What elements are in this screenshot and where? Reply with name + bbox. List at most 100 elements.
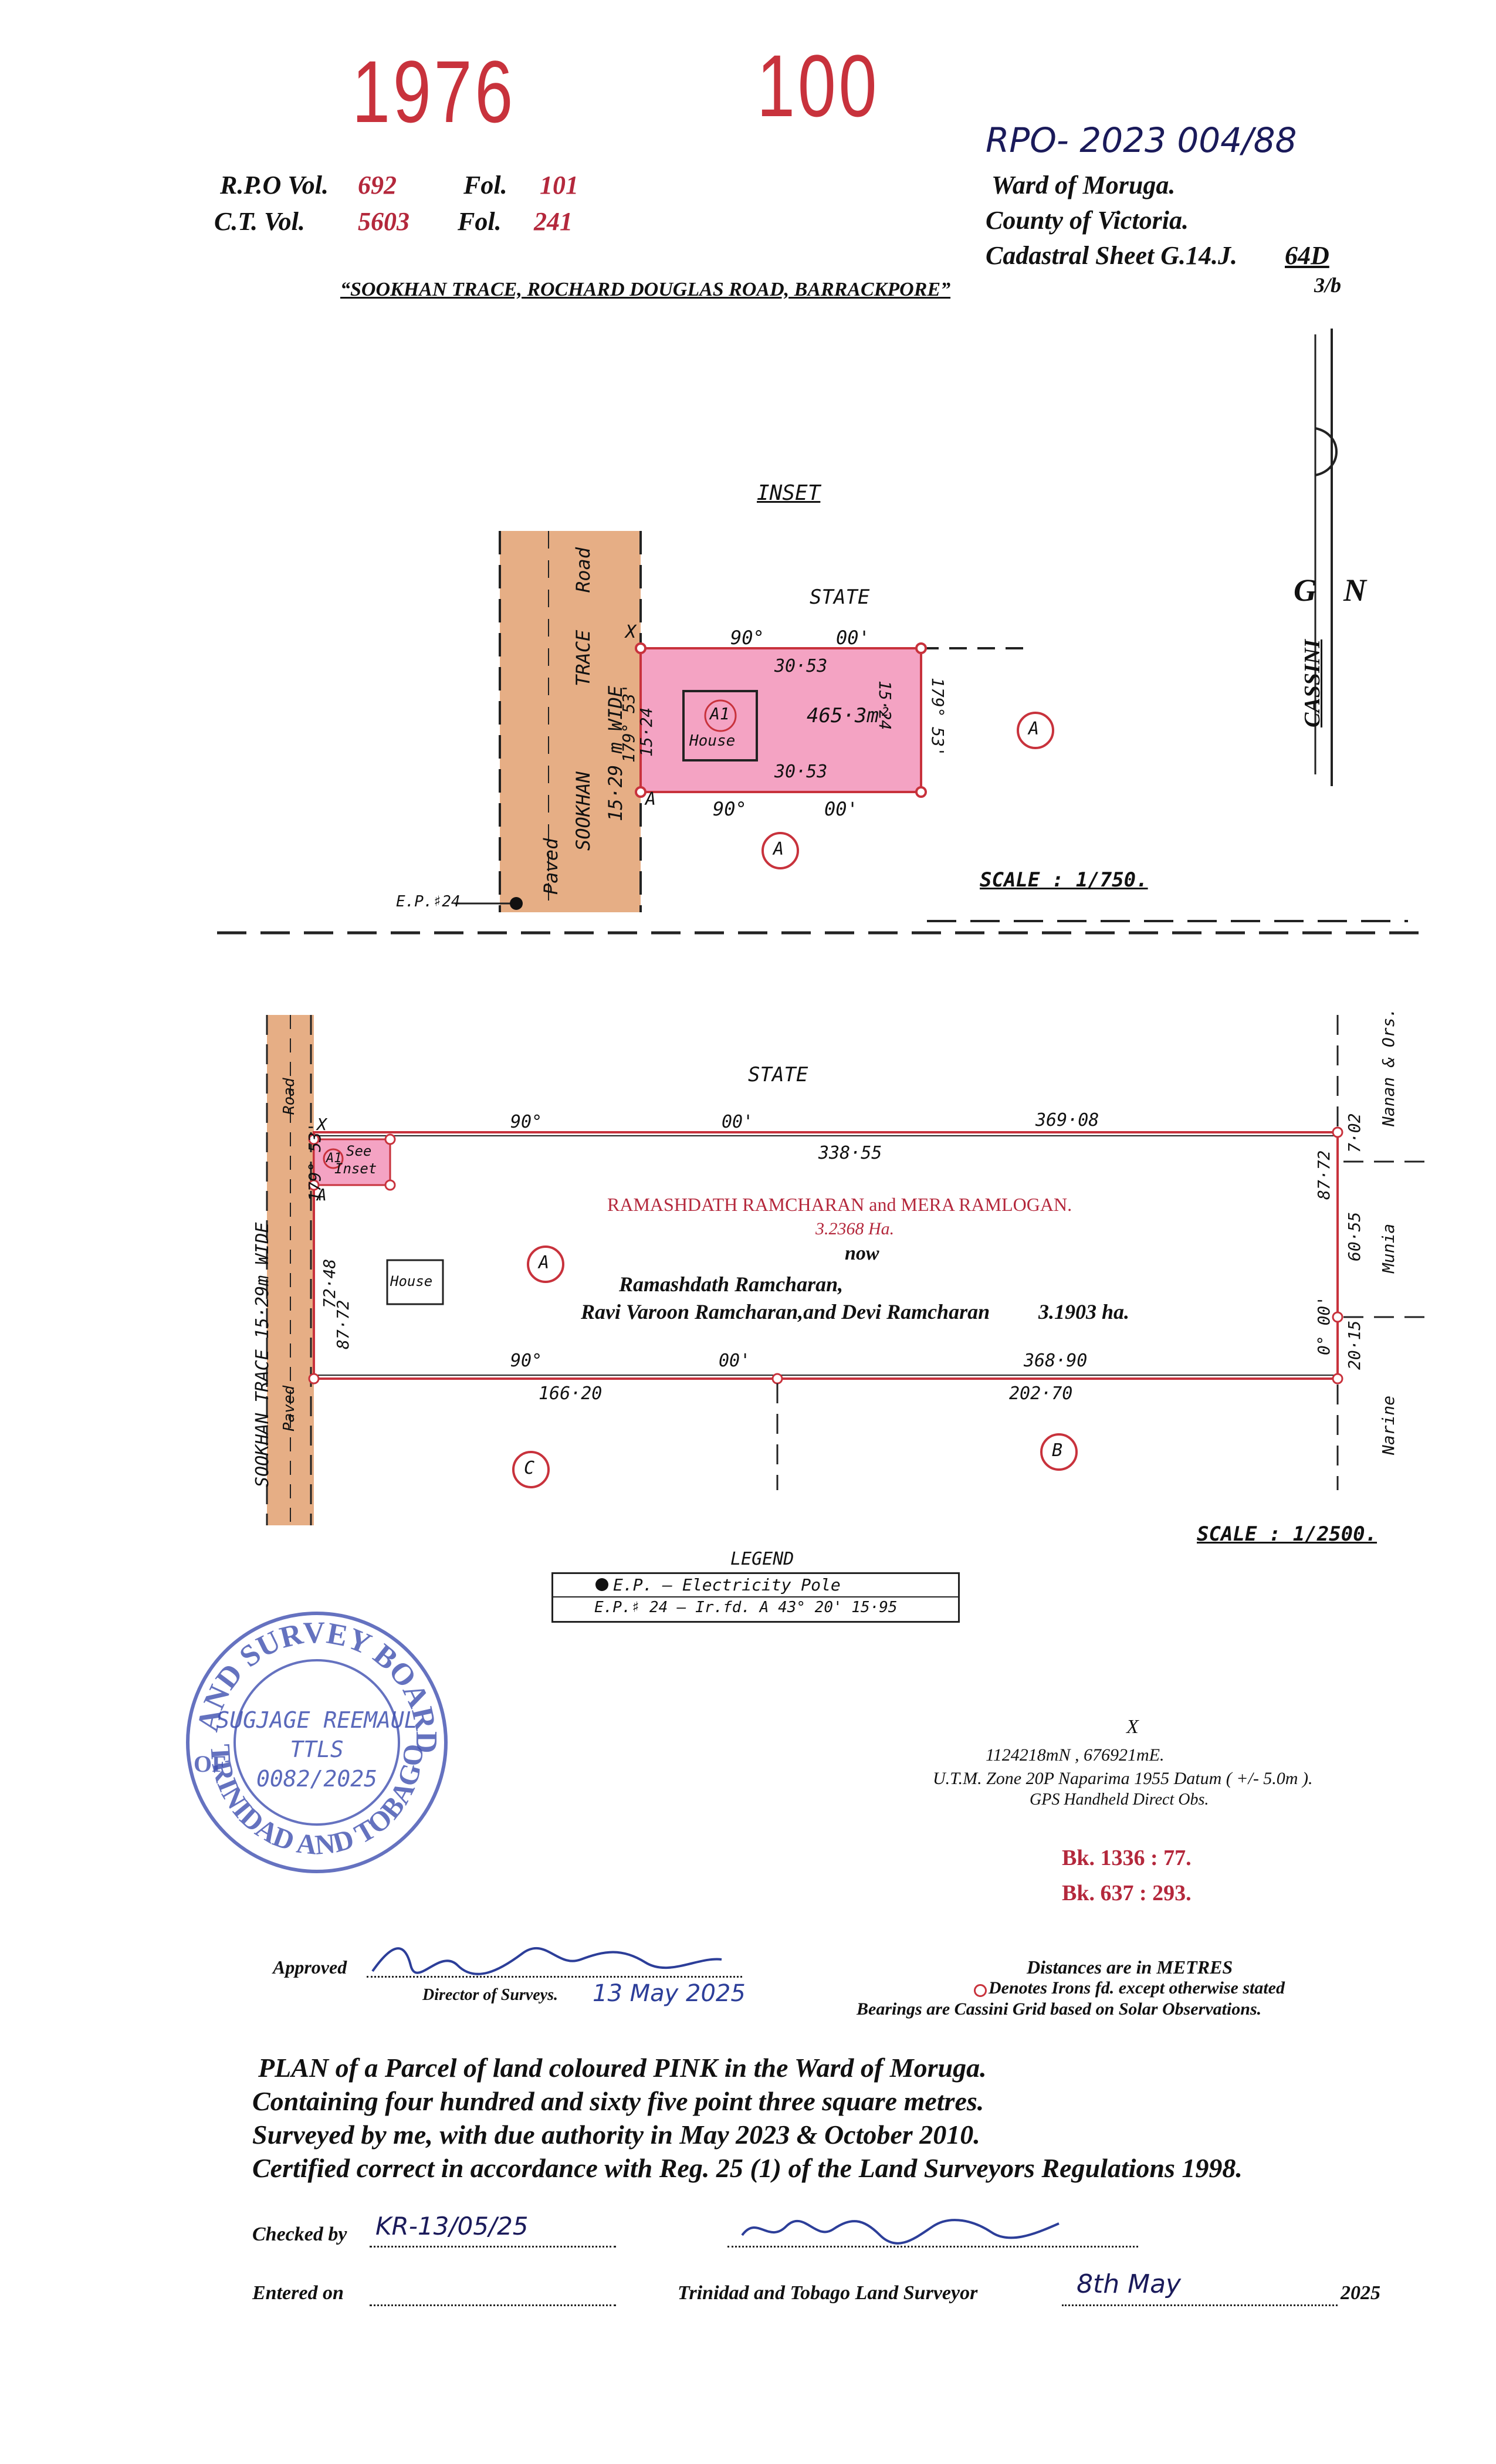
entered-on-line	[370, 2304, 616, 2306]
main-top-segment: 338·55	[818, 1143, 882, 1163]
main-plan-drawing	[266, 1015, 1431, 1525]
main-state-label: STATE	[748, 1063, 808, 1087]
main-road-road: Road	[280, 1078, 298, 1115]
approved-signature-line	[367, 1976, 742, 1978]
location-title: “SOOKHAN TRACE, ROCHARD DOUGLAS ROAD, BA…	[340, 279, 951, 300]
stamp-number-1976: 1976	[352, 42, 516, 141]
rpo-vol-label: R.P.O Vol.	[220, 171, 329, 199]
main-right-bottom-segment: 20·15	[1345, 1320, 1364, 1370]
inset-parcel-a-bottom: A	[773, 839, 784, 859]
ct-fol-value: 241	[534, 207, 573, 236]
north-g-label: G	[1294, 573, 1316, 608]
main-corner-x: X	[317, 1115, 327, 1134]
legend-electricity-pole-icon	[595, 1578, 608, 1591]
coordinate-line-2: U.T.M. Zone 20P Naparima 1955 Datum ( +/…	[933, 1769, 1313, 1788]
inset-area: 465·3m²	[807, 704, 891, 727]
main-bottom-segment-2: 202·70	[1009, 1383, 1073, 1404]
main-right-top-segment: 7·02	[1345, 1113, 1364, 1153]
inset-bottom-distance: 30·53	[774, 761, 828, 782]
certificate-line-3: Surveyed by me, with due authority in Ma…	[252, 2120, 980, 2150]
ward-text: Ward of Moruga.	[991, 171, 1176, 199]
inset-bottom-bearing-deg: 90°	[713, 798, 747, 820]
cadastral-sheet-text: Cadastral Sheet G.14.J.	[986, 241, 1238, 270]
certificate-line-2: Containing four hundred and sixty five p…	[252, 2086, 984, 2116]
main-scale: SCALE : 1/2500.	[1197, 1522, 1377, 1546]
adjoining-nanan: Nanan & Ors.	[1379, 1007, 1398, 1126]
checked-by-value: KR-13/05/25	[375, 2212, 529, 2240]
main-top-bearing-min: 00'	[722, 1112, 754, 1132]
inset-state-label: STATE	[810, 585, 870, 609]
county-text: County of Victoria.	[986, 206, 1189, 235]
main-inset-lot: A1	[326, 1151, 342, 1166]
certificate-line-1: PLAN of a Parcel of land coloured PINK i…	[258, 2053, 987, 2083]
main-parcel-a: A	[539, 1253, 550, 1273]
adjoining-munia: Munia	[1379, 1223, 1398, 1273]
book-reference-2: Bk. 637 : 293.	[1062, 1881, 1192, 1905]
inset-corner-a: A	[645, 789, 656, 810]
certificate-line-4: Certified correct in accordance with Reg…	[252, 2153, 1243, 2183]
legend-box: E.P. — Electricity Pole E.P.♯ 24 — Ir.fd…	[551, 1572, 960, 1623]
seal-ttls: TTLS	[290, 1737, 344, 1762]
north-n-label: N	[1343, 573, 1366, 608]
note-bearings: Bearings are Cassini Grid based on Solar…	[857, 1999, 1262, 2019]
main-bottom-bearing-min: 00'	[719, 1351, 751, 1371]
see-inset-line1: See	[346, 1143, 372, 1159]
ct-vol-value: 5603	[358, 207, 409, 236]
stamp-number-100: 100	[757, 36, 880, 135]
main-house-label: House	[390, 1273, 433, 1289]
adjoining-narine: Narine	[1379, 1395, 1398, 1455]
coordinate-line-1: 1124218mN , 676921mE.	[986, 1745, 1165, 1765]
approved-label: Approved	[273, 1957, 347, 1978]
ct-vol-label: C.T. Vol.	[214, 207, 305, 236]
surveyor-year: 2025	[1341, 2282, 1380, 2304]
main-top-bearing-deg: 90°	[510, 1112, 543, 1132]
inset-lot-a1: A1	[710, 704, 730, 723]
original-area: 3.2368 Ha.	[815, 1219, 895, 1238]
coordinate-line-3: GPS Handheld Direct Obs.	[1030, 1791, 1209, 1809]
seal-surveyor-name: SUGJAGE REEMAUL	[216, 1707, 417, 1733]
checked-by-line	[370, 2246, 616, 2248]
book-reference-1: Bk. 1336 : 77.	[1062, 1846, 1192, 1870]
surveyor-date-line	[1062, 2304, 1338, 2306]
inset-corner-x: X	[625, 622, 637, 642]
current-area: 3.1903 ha.	[1038, 1300, 1130, 1324]
inset-house-label: House	[689, 732, 736, 750]
rpo-fol-value: 101	[540, 171, 578, 199]
director-signature	[371, 1947, 722, 1975]
main-parcel-b: B	[1052, 1440, 1063, 1461]
seal-ring-left: OF	[194, 1751, 226, 1777]
main-right-total: 87·72	[1314, 1150, 1333, 1200]
coordinate-x-label: X	[1126, 1716, 1139, 1738]
surveyor-signature	[741, 2219, 1060, 2245]
main-bottom-bearing-deg: 90°	[510, 1351, 543, 1371]
original-owners: RAMASHDATH RAMCHARAN and MERA RAMLOGAN.	[607, 1194, 1072, 1215]
surveyor-signature-line	[727, 2246, 1138, 2248]
legend-row-ep24: E.P.♯ 24 — Ir.fd. A 43° 20' 15·95	[594, 1599, 898, 1616]
rpo-vol-value: 692	[358, 171, 397, 199]
main-left-segment: 72·48	[320, 1258, 339, 1308]
ct-fol-label: Fol.	[458, 207, 502, 236]
inset-scale: SCALE : 1/750.	[980, 868, 1148, 892]
main-road-name: SOOKHAN TRACE 15·29m WIDE	[252, 1222, 273, 1487]
main-bottom-total: 368·90	[1024, 1351, 1088, 1371]
note-distances: Distances are in METRES	[1027, 1957, 1233, 1978]
main-road-paved: Paved	[280, 1385, 298, 1431]
seal-registration: 0082/2025	[256, 1766, 377, 1792]
see-inset-line2: Inset	[334, 1160, 377, 1177]
main-right-bearing: 0° 00'	[1314, 1295, 1333, 1355]
main-parcel-c: C	[524, 1458, 535, 1478]
checked-by-label: Checked by	[252, 2223, 347, 2245]
owner-line-2: Ravi Varoon Ramcharan,and Devi Ramcharan	[581, 1300, 990, 1324]
note-irons: Denotes Irons fd. except otherwise state…	[989, 1978, 1285, 1998]
approved-date-handwritten: 13 May 2025	[593, 1980, 746, 2007]
cadastral-sheet-number: 64D	[1285, 241, 1329, 270]
inset-plan-drawing	[217, 531, 1420, 935]
entered-on-label: Entered on	[252, 2282, 344, 2304]
iron-marker-icon	[974, 1984, 987, 1997]
owner-line-1: Ramashdath Ramcharan,	[619, 1272, 844, 1296]
inset-top-distance: 30·53	[774, 656, 828, 676]
rpo-fol-label: Fol.	[463, 171, 507, 199]
main-right-mid-segment: 60·55	[1345, 1211, 1364, 1261]
director-of-surveys-label: Director of Surveys.	[422, 1986, 558, 2004]
inset-parcel-a-right: A	[1028, 719, 1040, 739]
